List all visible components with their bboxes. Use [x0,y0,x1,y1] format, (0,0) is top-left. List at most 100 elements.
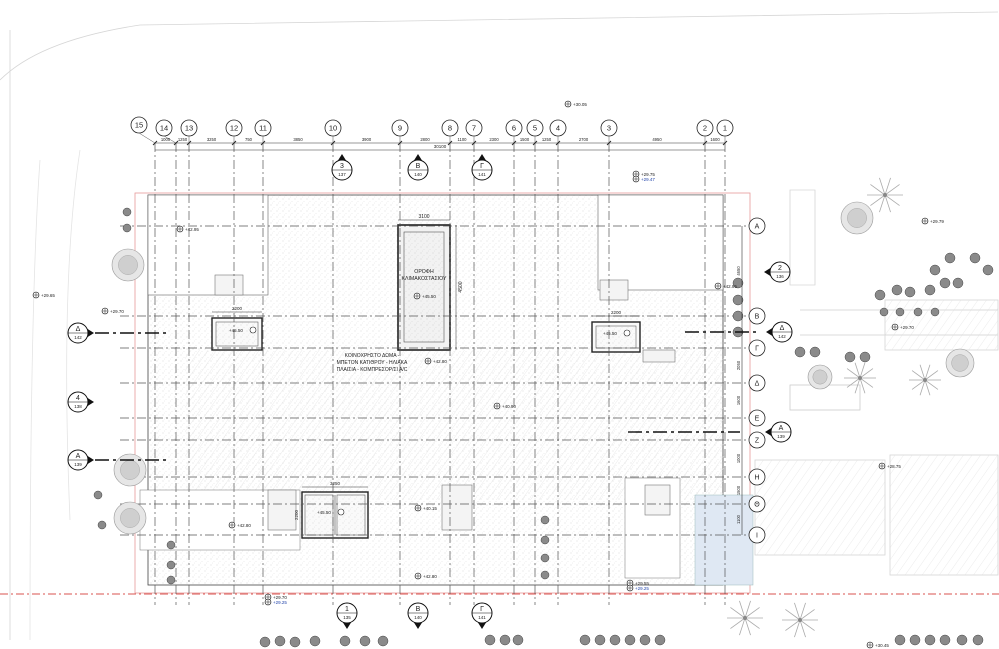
shrub-icon [894,634,906,646]
level-value: +29.70 [273,595,287,600]
dimension-text: 4650 [736,266,741,276]
grid-label-top: 9 [398,124,402,133]
tree-canopy-inner [847,208,867,228]
grid-label-right: Η [754,475,759,482]
shrub-icon [289,636,301,648]
grid-label-top: 4 [556,124,560,133]
level-value: +29.70 [110,309,124,314]
svg-text:ΟΡΟΦΗ: ΟΡΟΦΗ [414,269,434,275]
level-cross [414,293,420,299]
svg-text:ΠΛΑΙΣΙΑ - ΚΟΜΠΡΕΣΟΡ/ΣΙ Α/C: ΠΛΑΙΣΙΑ - ΚΟΜΠΡΕΣΟΡ/ΣΙ Α/C [337,367,408,373]
shrub-icon [895,307,905,317]
grid-bubble-right [748,409,766,427]
dimension-text: 3900 [362,137,372,142]
grid-label-right: Ζ [755,438,760,445]
shrub-icon [359,635,371,647]
grid-label-right: Γ [755,346,759,353]
section-sheet: 141 [478,172,486,177]
svg-text:2200: 2200 [611,310,622,315]
section-letter: Β [416,163,421,170]
shrub-icon [274,635,286,647]
shrub-icon [97,520,107,530]
level-value: +42.80 [237,523,251,528]
level-value: +45.50 [229,328,243,333]
palm-frond [919,364,926,381]
level-markers: +30.05+29.75+29.47+29.65+29.70+42.95+45.… [32,100,944,649]
level-value: +45.50 [422,294,436,299]
shrub-icon [844,351,856,363]
palm-frond [870,194,886,206]
grid-label-top: 10 [329,124,337,133]
dimension-text: 1250 [178,137,188,142]
palm-frond [799,602,806,621]
level-value: +29.25 [273,600,287,605]
level-cross [715,283,721,289]
shrub-icon [956,634,968,646]
shrub-icon [809,346,821,358]
shrub-icon [952,277,964,289]
level-cross [922,218,928,224]
shrub-icon [909,634,921,646]
svg-text:ΚΟΙΝΟΧΡΗΣΤΟ ΔΩΜΑ -: ΚΟΙΝΟΧΡΗΣΤΟ ΔΩΜΑ - [345,353,400,359]
shrub-icon [972,634,984,646]
level-value: +45.50 [317,510,331,515]
level-cross [627,585,633,591]
landscape-trees [93,201,994,648]
svg-text:ΜΠΕΤΟΝ ΚΑΤΙΘΡΟΥ - ΗΛΙΑΚΑ: ΜΠΕΤΟΝ ΚΑΤΙΘΡΟΥ - ΗΛΙΑΚΑ [337,360,408,366]
palm-frond [911,370,926,381]
palm-frond [884,177,891,196]
palm-frond [919,379,926,396]
section-sheet: 136 [776,274,784,279]
svg-text:2200: 2200 [294,509,299,520]
shrub-icon [122,207,132,217]
palm-frond [799,619,815,631]
tree-canopy-inner [118,255,138,275]
level-cross [633,176,639,182]
level-value: +29.75 [641,172,655,177]
palm-frond [730,607,746,619]
shrub-icon [944,252,956,264]
level-cross [229,522,235,528]
grid-bubble-right [748,307,766,325]
grid-label-top: 3 [607,124,611,133]
grid-label-top: 7 [472,124,476,133]
palm-frond [879,177,886,196]
shrub-icon [166,540,176,550]
palm-frond [870,184,886,196]
shrub-icon [540,570,550,580]
palm-frond [859,362,866,379]
grid-label-right: Β [755,314,760,321]
palm-icon [743,616,747,620]
level-cross [415,505,421,511]
site-context [0,11,999,641]
grid-bubble-right [748,526,766,544]
section-sheet: 142 [778,334,786,339]
shrub-icon [930,307,940,317]
dimension-tick [606,140,612,146]
shrub-icon [859,351,871,363]
grid-label-top: 12 [230,124,238,133]
shrub-icon [540,553,550,563]
grid-bubble-right [748,374,766,392]
palm-frond [744,607,760,619]
shrub-icon [594,634,606,646]
building-slab [134,192,754,594]
level-cross [892,324,898,330]
dimension-tick [555,140,561,146]
dimension-total-text: 30100 [434,144,447,149]
dimension-text: 2800 [420,137,430,142]
section-letter: Α [76,453,81,460]
shrub-icon [540,535,550,545]
level-cross [565,101,571,107]
level-value: +42.80 [423,574,437,579]
level-cross [415,573,421,579]
palm-frond [911,379,926,390]
shrub-icon [732,294,744,306]
grid-label-right: Ι [756,533,758,540]
level-cross [494,403,500,409]
shrub-icon [924,634,936,646]
level-cross [177,226,183,232]
section-letter: 3 [340,163,344,170]
